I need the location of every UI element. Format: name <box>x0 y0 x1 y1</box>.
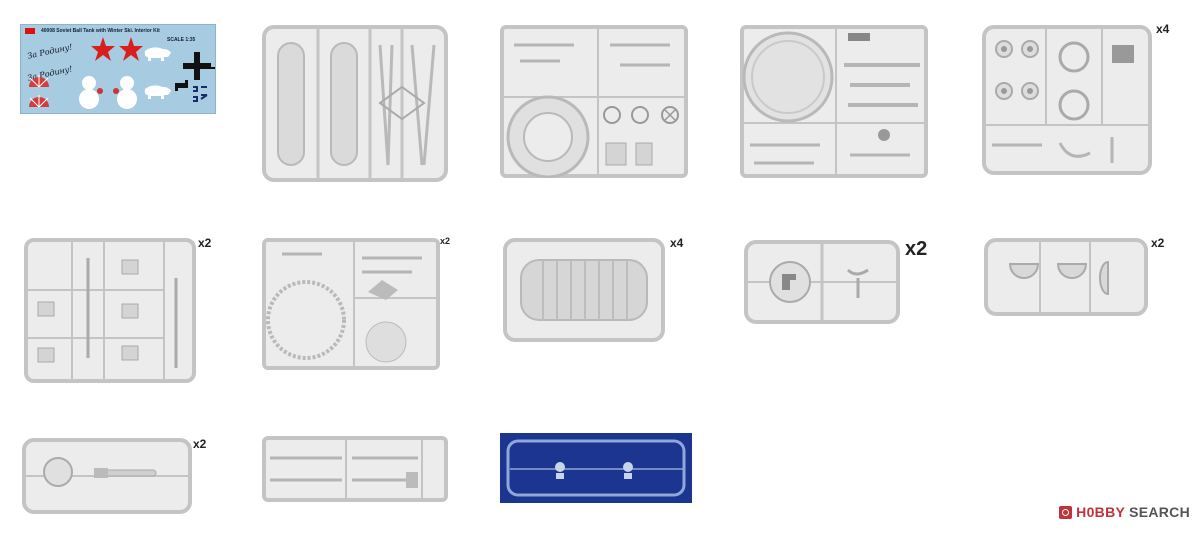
sprue-b-turret-ring <box>500 25 688 178</box>
decal-sheet: 40008 Soviet Ball Tank with Winter Ski. … <box>20 24 216 114</box>
watermark-text: H0BBY SEARCH <box>1076 504 1190 520</box>
quantity-label: x4 <box>670 236 684 250</box>
balkenkreuz-icon <box>183 52 211 80</box>
tactical-marking-icon <box>193 86 207 96</box>
sprue-clear-periscopes <box>500 433 692 503</box>
quantity-label: x2 <box>198 236 212 250</box>
sprue-j-domes <box>984 238 1148 316</box>
red-star-icon <box>91 37 115 61</box>
polar-bear-icon <box>144 85 171 99</box>
sprue-i-hatch <box>744 240 900 324</box>
soviet-flag-icon <box>25 28 35 34</box>
snowman-icon <box>113 76 137 109</box>
sprue-h-tire <box>503 238 665 342</box>
balkenkreuz-icon <box>175 80 188 91</box>
decal-graphics <box>29 37 215 109</box>
polar-bear-icon <box>144 47 171 61</box>
sprue-e-wheels <box>982 25 1152 175</box>
decal-header: 40008 Soviet Ball Tank with Winter Ski. … <box>41 28 160 34</box>
tactical-marking-icon <box>193 94 208 102</box>
sprue-k-gun <box>22 438 192 514</box>
sprue-l-rods <box>262 436 448 502</box>
balkenkreuz-icon <box>209 67 215 69</box>
red-star-icon <box>119 37 143 61</box>
quantity-label: x2 <box>1151 236 1165 250</box>
hobbysearch-watermark: H0BBY SEARCH <box>1059 504 1190 520</box>
hobbysearch-logo-icon <box>1059 505 1073 519</box>
quantity-label: x4 <box>1156 22 1170 36</box>
snowman-icon <box>79 76 103 109</box>
quantity-label: x2 <box>905 238 928 260</box>
sunburst-icon <box>29 95 49 108</box>
sprue-c-hull-half <box>740 25 928 178</box>
quantity-label: x2 <box>440 236 451 246</box>
quantity-label: x2 <box>193 437 207 451</box>
sprue-a-skis <box>262 25 448 182</box>
decal-scale: SCALE 1:35 <box>167 37 196 43</box>
sunburst-icon <box>29 75 49 88</box>
sprue-g-ring-and-sphere <box>262 238 440 370</box>
sprue-f-interior-parts <box>24 238 196 383</box>
